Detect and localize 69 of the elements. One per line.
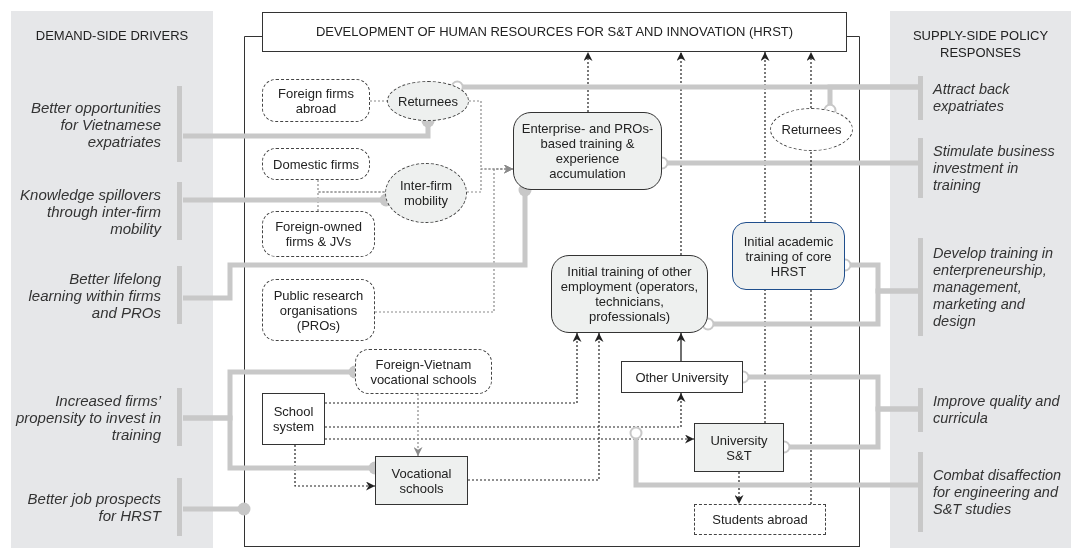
policy-text: Attract back expatriates (933, 81, 1011, 115)
process-box (732, 222, 845, 290)
node-label: Initial training of other employment (operators, technicians, professionals) (559, 264, 700, 324)
node-label: Public research organisations (PROs) (272, 287, 365, 333)
connector-line (764, 289, 766, 424)
driver-text: Better job prospects for HRST (26, 490, 161, 524)
dashed-box (262, 211, 375, 257)
arrow (467, 332, 604, 481)
side-panel (890, 11, 1071, 548)
node-label: Foreign firms abroad (277, 85, 355, 116)
driver-text: Increased firms’ propensity to invest in training (15, 391, 161, 443)
process-box (513, 112, 662, 190)
title-text: DEVELOPMENT OF HUMAN RESOURCES FOR S&T AND INNOVATION (HRST) (315, 23, 794, 42)
node-label: Other University (635, 369, 729, 385)
policy-text: Improve quality and curricula (933, 393, 1061, 427)
node-label: Students abroad (712, 512, 808, 527)
driver-text: Better opportunities for Vietnamese expatriates (29, 98, 161, 150)
connector-line (810, 289, 812, 505)
policy-text: Combat disaffection for engineering and S&T studies (933, 466, 1063, 518)
arrow (760, 51, 770, 223)
arrow (413, 393, 423, 457)
node-label: Domestic firms (273, 156, 359, 172)
policy-link-line (701, 288, 919, 331)
node-label: Vocational schools (390, 465, 453, 496)
driver-text: Better lifelong learning within firms and PROs (27, 269, 161, 321)
dashed-box (262, 148, 370, 180)
arrow (676, 51, 686, 256)
node-label: Returnees (781, 122, 842, 137)
arrow (324, 332, 582, 404)
policy-text: Stimulate business investment in training (933, 142, 1056, 194)
node-label: Foreign-owned firms & JVs (274, 219, 363, 249)
arrow (294, 444, 376, 491)
connector-line (810, 150, 812, 223)
dashed-box (694, 504, 826, 535)
process-box (621, 361, 743, 393)
policy-text: Develop training in enterpreneurship, management, marketing and design (933, 244, 1055, 330)
node-label: Initial academic training of core HRST (742, 233, 835, 279)
arrow (324, 434, 695, 444)
connector-line (317, 179, 386, 193)
node-label: Enterprise- and PROs-based training & experience accumulation (520, 121, 655, 181)
arrow (324, 392, 686, 428)
node-label: Foreign-Vietnam vocational schools (369, 356, 478, 387)
process-box (551, 255, 708, 333)
node-label: Inter-firm mobility (399, 178, 453, 208)
panel-heading: DEMAND-SIDE DRIVERS (34, 27, 190, 44)
frame-box (244, 52, 860, 547)
arrow (676, 332, 686, 362)
dashed-box (262, 79, 370, 122)
dashed-box (355, 349, 492, 394)
arrow (806, 51, 816, 109)
connector-line (317, 191, 386, 212)
node-label: Returnees (398, 93, 458, 109)
process-box (694, 423, 784, 472)
connector-line (369, 100, 388, 102)
node-label: University S&T (709, 432, 769, 463)
process-box (375, 456, 468, 505)
dashed-box (262, 279, 375, 341)
panel-heading: SUPPLY-SIDE POLICY RESPONSES (911, 27, 1050, 61)
driver-text: Knowledge spillovers through inter-firm mobility (19, 185, 161, 237)
node-label: School system (271, 404, 316, 434)
arrow (583, 51, 593, 113)
policy-link-line (183, 502, 251, 516)
title-box (262, 12, 847, 52)
arrow (374, 164, 514, 313)
side-panel (11, 11, 213, 548)
policy-link-line (629, 426, 919, 488)
driver-item (15, 388, 182, 446)
arrow (734, 471, 744, 505)
process-box (262, 393, 325, 445)
